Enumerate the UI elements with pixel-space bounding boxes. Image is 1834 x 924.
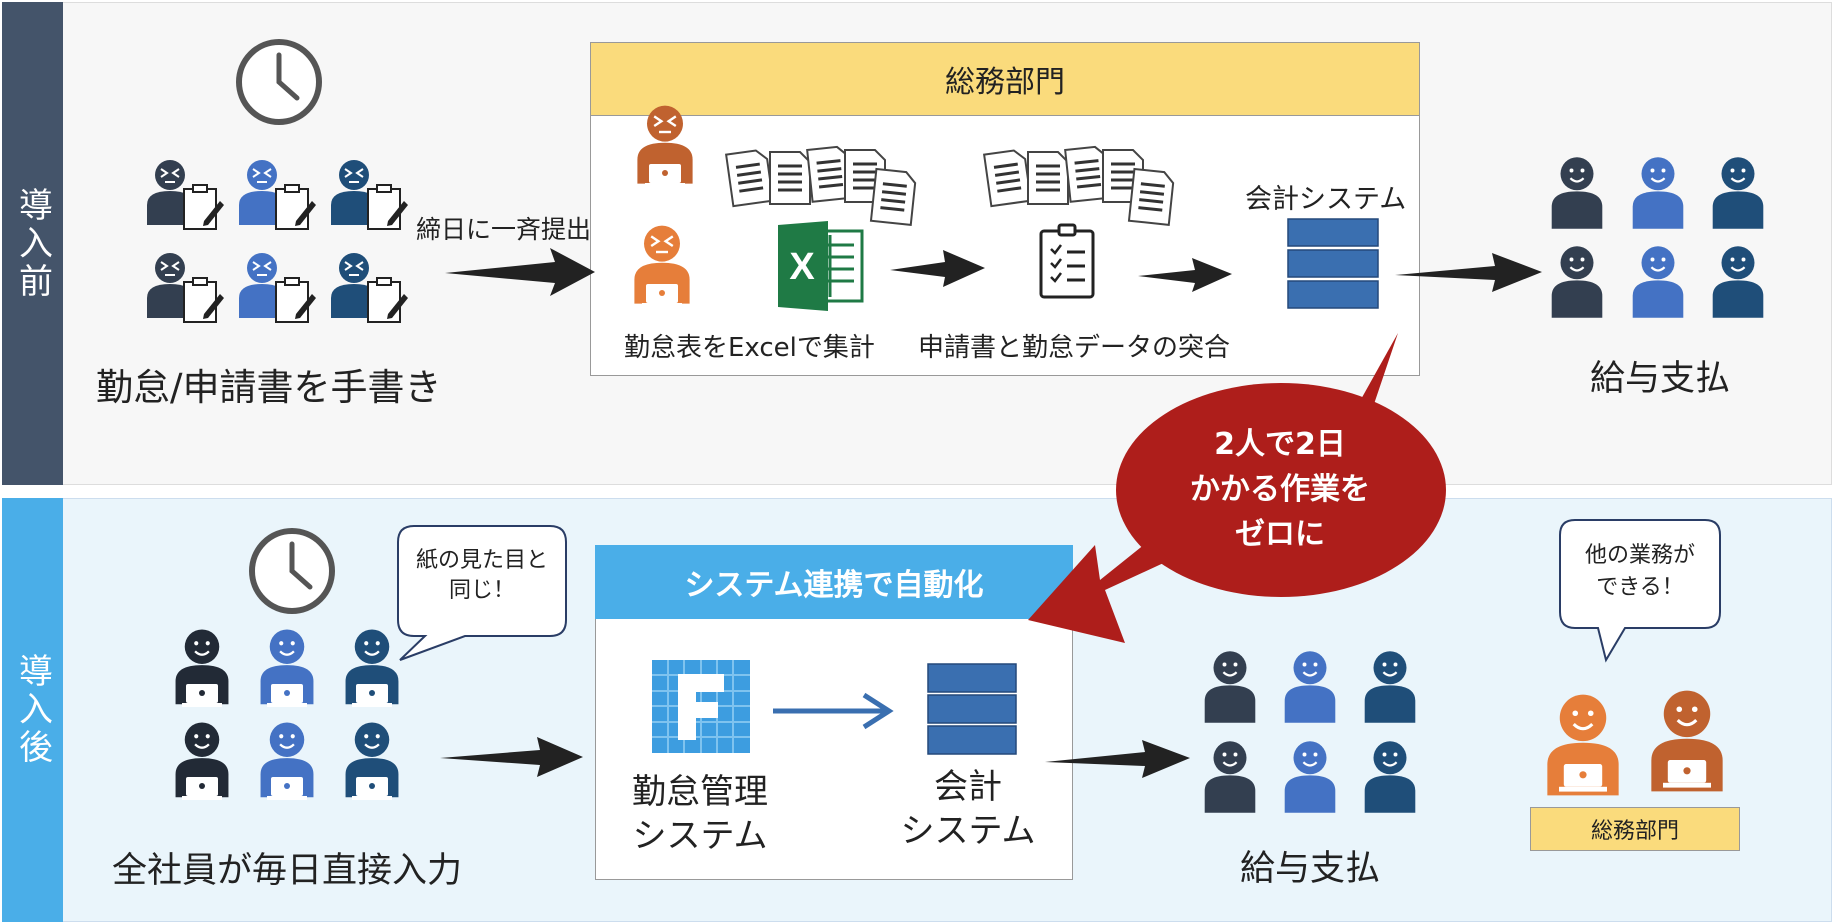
dept-header: 総務部門 <box>590 42 1420 116</box>
accounting-system-label: 会計 システム <box>888 765 1048 853</box>
speech-text-employees: 紙の見た目と 同じ！ <box>398 546 566 606</box>
after-sidebar: 導入後 <box>2 498 63 922</box>
attendance-system-logo <box>652 660 750 753</box>
callout-text: 2人で2日 かかる作業を ゼロに <box>1130 422 1430 557</box>
callout-line: 2人で2日 <box>1214 427 1346 462</box>
submit-label: 締日に一斉提出 <box>416 215 592 244</box>
arrow-icon <box>445 248 595 296</box>
clock-icon <box>249 528 335 614</box>
arrow-icon <box>1138 258 1232 292</box>
dept-staff-stressed <box>633 224 691 307</box>
accounting-line: システム <box>900 811 1036 851</box>
payroll-caption-before: 給与支払 <box>1590 359 1731 399</box>
handwrite-caption: 勤怠/申請書を手書き <box>96 366 442 409</box>
speech-line: できる！ <box>1596 575 1684 600</box>
automation-header: システム連携で自動化 <box>595 545 1073 619</box>
employee-handwriting-group <box>146 159 409 323</box>
paper-stack-icon <box>982 144 1176 227</box>
dept-staff-happy <box>1545 693 1621 797</box>
speech-bubble-employees <box>397 525 567 661</box>
match-caption: 申請書と勤怠データの突合 <box>918 333 1231 363</box>
arrow-icon <box>773 692 894 730</box>
payroll-employees <box>1203 650 1417 814</box>
callout-line: ゼロに <box>1235 517 1325 552</box>
accounting-line: 会計 <box>934 767 1002 807</box>
accounting-system-icon <box>1287 218 1379 309</box>
dept-staff-stressed <box>636 104 694 187</box>
checklist-icon <box>1039 223 1095 299</box>
arrow-icon <box>890 250 985 287</box>
input-caption: 全社員が毎日直接入力 <box>112 851 463 891</box>
arrow-icon <box>440 737 583 777</box>
dept-tag: 総務部門 <box>1530 807 1740 851</box>
attendance-line: システム <box>632 816 768 856</box>
callout-bubble <box>1028 333 1446 643</box>
speech-line: 同じ！ <box>448 578 515 603</box>
speech-bubble-dept <box>1559 519 1721 663</box>
arrow-icon <box>1045 740 1190 778</box>
dept-staff-happy <box>1649 689 1725 793</box>
speech-line: 紙の見た目と <box>415 548 548 573</box>
speech-text-dept: 他の業務が できる！ <box>1560 540 1720 604</box>
speech-line: 他の業務が <box>1584 543 1695 568</box>
accounting-label: 会計システム <box>1245 184 1407 215</box>
excel-icon: X <box>778 221 864 311</box>
before-sidebar: 導入前 <box>2 2 63 485</box>
attendance-system-label: 勤怠管理 システム <box>620 770 780 858</box>
after-side-label: 導入後 <box>12 653 53 767</box>
excel-caption: 勤怠表をExcelで集計 <box>624 333 875 363</box>
paper-stack-icon <box>724 144 918 227</box>
dept-header-label: 総務部門 <box>945 65 1065 100</box>
arrow-icon <box>1395 253 1542 292</box>
callout-line: かかる作業を <box>1190 472 1370 507</box>
before-side-label: 導入前 <box>12 186 53 301</box>
clock-icon <box>236 39 322 125</box>
payroll-employees <box>1550 156 1765 319</box>
accounting-system-icon <box>927 663 1017 755</box>
payroll-caption-after: 給与支払 <box>1240 849 1381 889</box>
svg-text:X: X <box>789 246 815 288</box>
automation-header-label: システム連携で自動化 <box>684 568 984 603</box>
employee-input-group <box>174 628 400 800</box>
attendance-line: 勤怠管理 <box>632 772 768 812</box>
dept-tag-label: 総務部門 <box>1590 819 1679 844</box>
